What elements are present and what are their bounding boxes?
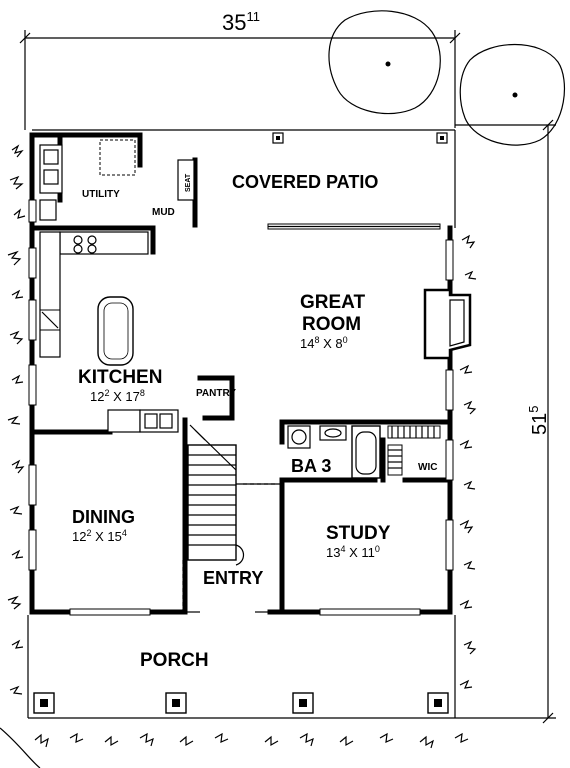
kitchen-island (97, 296, 134, 366)
kitchen-size: 122 X 178 (90, 388, 145, 404)
bath-label: BA 3 (291, 456, 331, 476)
utility-fixtures (39, 139, 136, 221)
width-dimension-label: 3511 (222, 9, 260, 35)
great-room-size: 148 X 80 (300, 335, 348, 351)
utility-label: UTILITY (82, 189, 120, 200)
kitchen-counters (39, 231, 149, 358)
staircase (187, 424, 245, 566)
wic-label: WIC (418, 462, 437, 473)
width-dimension: 3511 (19, 9, 461, 130)
study-size: 134 X 110 (326, 544, 380, 560)
shrubs-bottom (0, 727, 469, 768)
great-room-label-line2: ROOM (302, 314, 361, 335)
dining-size: 122 X 154 (72, 528, 127, 544)
great-room-label-line1: GREAT (300, 292, 365, 313)
study-label: STUDY (326, 523, 391, 544)
covered-patio-label: COVERED PATIO (232, 172, 378, 192)
tree-right (459, 44, 565, 146)
pantry-label: PANTRY (196, 388, 236, 399)
entry-label: ENTRY (203, 568, 263, 588)
kitchen-label: KITCHEN (78, 367, 162, 388)
mud-seat (177, 159, 195, 201)
shrubs-right (459, 234, 477, 689)
kitchen-appliances (107, 409, 179, 433)
fireplace (423, 288, 472, 360)
depth-dimension: 515 (455, 119, 556, 724)
tree-left (328, 10, 441, 115)
shrubs-left (7, 144, 26, 695)
porch-outline (27, 615, 456, 719)
mud-label: MUD (152, 207, 175, 218)
depth-dimension-label: 515 (526, 406, 551, 435)
windows (28, 199, 454, 616)
porch-posts (33, 692, 449, 714)
wic-shelving (387, 425, 441, 476)
dining-label: DINING (72, 507, 135, 527)
patio-posts (272, 132, 448, 144)
porch-label: PORCH (140, 650, 209, 671)
seat-label: SEAT (185, 173, 192, 192)
bath-fixtures (287, 425, 381, 479)
